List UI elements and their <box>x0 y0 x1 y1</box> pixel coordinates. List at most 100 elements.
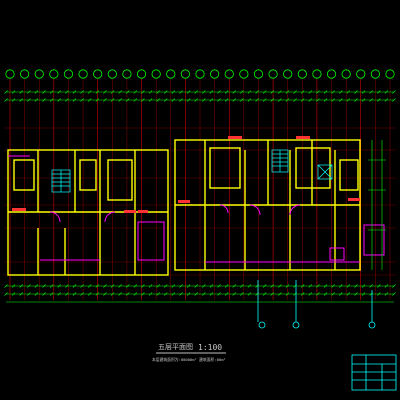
dimension-tick <box>331 90 335 94</box>
dimension-tick <box>4 292 8 296</box>
dimension-tick <box>300 284 305 288</box>
dimension-tick <box>34 90 39 94</box>
dimension-tick <box>164 292 168 296</box>
section-markers <box>257 280 376 329</box>
title-block <box>351 354 397 391</box>
dimension-tick <box>4 90 8 94</box>
dimension-tick <box>87 284 92 288</box>
dimension-tick <box>11 292 16 296</box>
dimension-tick <box>278 90 282 94</box>
dimension-tick <box>339 292 343 296</box>
dimension-tick <box>164 90 168 94</box>
dimension-tick <box>323 90 328 94</box>
dimension-tick <box>95 284 100 288</box>
dimension-tick <box>247 90 252 94</box>
dimension-tick <box>141 284 145 288</box>
dimension-tick <box>392 292 396 296</box>
dimension-tick <box>57 98 61 102</box>
dimension-tick <box>110 90 115 94</box>
dimension-tick <box>72 90 77 94</box>
dimension-tick <box>392 90 396 94</box>
dimension-tick <box>209 98 214 102</box>
dimension-tick <box>171 292 176 296</box>
dimension-tick <box>232 292 236 296</box>
dimension-tick <box>19 292 23 296</box>
dimension-tick <box>247 284 252 288</box>
dimension-tick <box>285 284 290 288</box>
dimension-tick <box>255 98 259 102</box>
dimension-tick <box>308 90 313 94</box>
dimension-tick <box>11 98 16 102</box>
dimension-tick <box>156 98 160 102</box>
axis-bubble <box>297 69 307 79</box>
left-wing-walls <box>7 149 169 276</box>
dimension-tick <box>285 90 290 94</box>
dimension-tick <box>270 90 274 94</box>
dimension-tick <box>186 98 191 102</box>
axis-bubble <box>63 69 74 79</box>
dimension-tick <box>27 292 31 296</box>
dimension-tick <box>95 90 100 94</box>
dimension-tick <box>194 284 198 288</box>
axis-bubble <box>136 69 147 79</box>
right-wing-walls <box>174 139 361 271</box>
dimension-tick <box>331 284 335 288</box>
dimension-tick <box>270 284 274 288</box>
dimension-tick <box>103 284 107 288</box>
axis-bubble <box>5 69 15 79</box>
dimension-tick <box>95 98 100 102</box>
axis-bubble <box>210 69 220 79</box>
dimension-tick <box>278 292 282 296</box>
dimension-tick <box>72 292 77 296</box>
dimension-tick <box>323 292 328 296</box>
dimension-tick <box>87 90 92 94</box>
dimension-tick <box>11 284 16 288</box>
dimension-tick <box>331 98 335 102</box>
axis-bubble <box>107 69 117 79</box>
drawing-title-group: 五层平面图 1:100 本层建筑面积为:00000m² 建筑面积:00m² <box>152 343 226 362</box>
dimension-tick <box>308 98 313 102</box>
dimension-tick <box>186 284 191 288</box>
dimension-tick <box>65 90 69 94</box>
dimension-tick <box>247 98 252 102</box>
dimension-tick <box>361 284 366 288</box>
dimension-tick <box>179 284 183 288</box>
dimension-tick <box>209 292 214 296</box>
dimension-tick <box>240 292 244 296</box>
dimension-tick <box>339 284 343 288</box>
dimension-tick <box>285 98 290 102</box>
dimension-tick <box>156 292 160 296</box>
dimension-tick <box>361 98 366 102</box>
dimension-tick <box>186 292 191 296</box>
dimension-tick <box>171 284 176 288</box>
dimension-tick <box>65 98 69 102</box>
dimension-tick <box>118 98 122 102</box>
dimension-tick <box>141 98 145 102</box>
dimension-tick <box>156 284 160 288</box>
dimension-tick <box>118 90 122 94</box>
dimension-tick <box>80 284 84 288</box>
dimension-tick <box>194 292 198 296</box>
dimension-tick <box>262 98 267 102</box>
dimension-tick <box>194 98 198 102</box>
drawing-title: 五层平面图 <box>158 343 193 351</box>
dimension-tick <box>384 292 389 296</box>
dimension-tick <box>316 284 320 288</box>
dimension-tick <box>202 284 206 288</box>
dimension-tick <box>240 90 244 94</box>
dimension-tick <box>384 284 389 288</box>
dimension-ticks <box>4 90 396 296</box>
dimension-tick <box>87 98 92 102</box>
dimension-tick <box>133 292 138 296</box>
dimension-tick <box>255 90 259 94</box>
dimension-tick <box>27 90 31 94</box>
axis-bubble <box>93 69 103 79</box>
axis-bubble <box>151 69 161 79</box>
dimension-tick <box>354 90 358 94</box>
axis-bubble <box>239 69 249 79</box>
dimension-tick <box>323 284 328 288</box>
dimension-tick <box>377 292 381 296</box>
dimension-tick <box>377 98 381 102</box>
dimension-tick <box>80 292 84 296</box>
dimension-tick <box>57 90 61 94</box>
